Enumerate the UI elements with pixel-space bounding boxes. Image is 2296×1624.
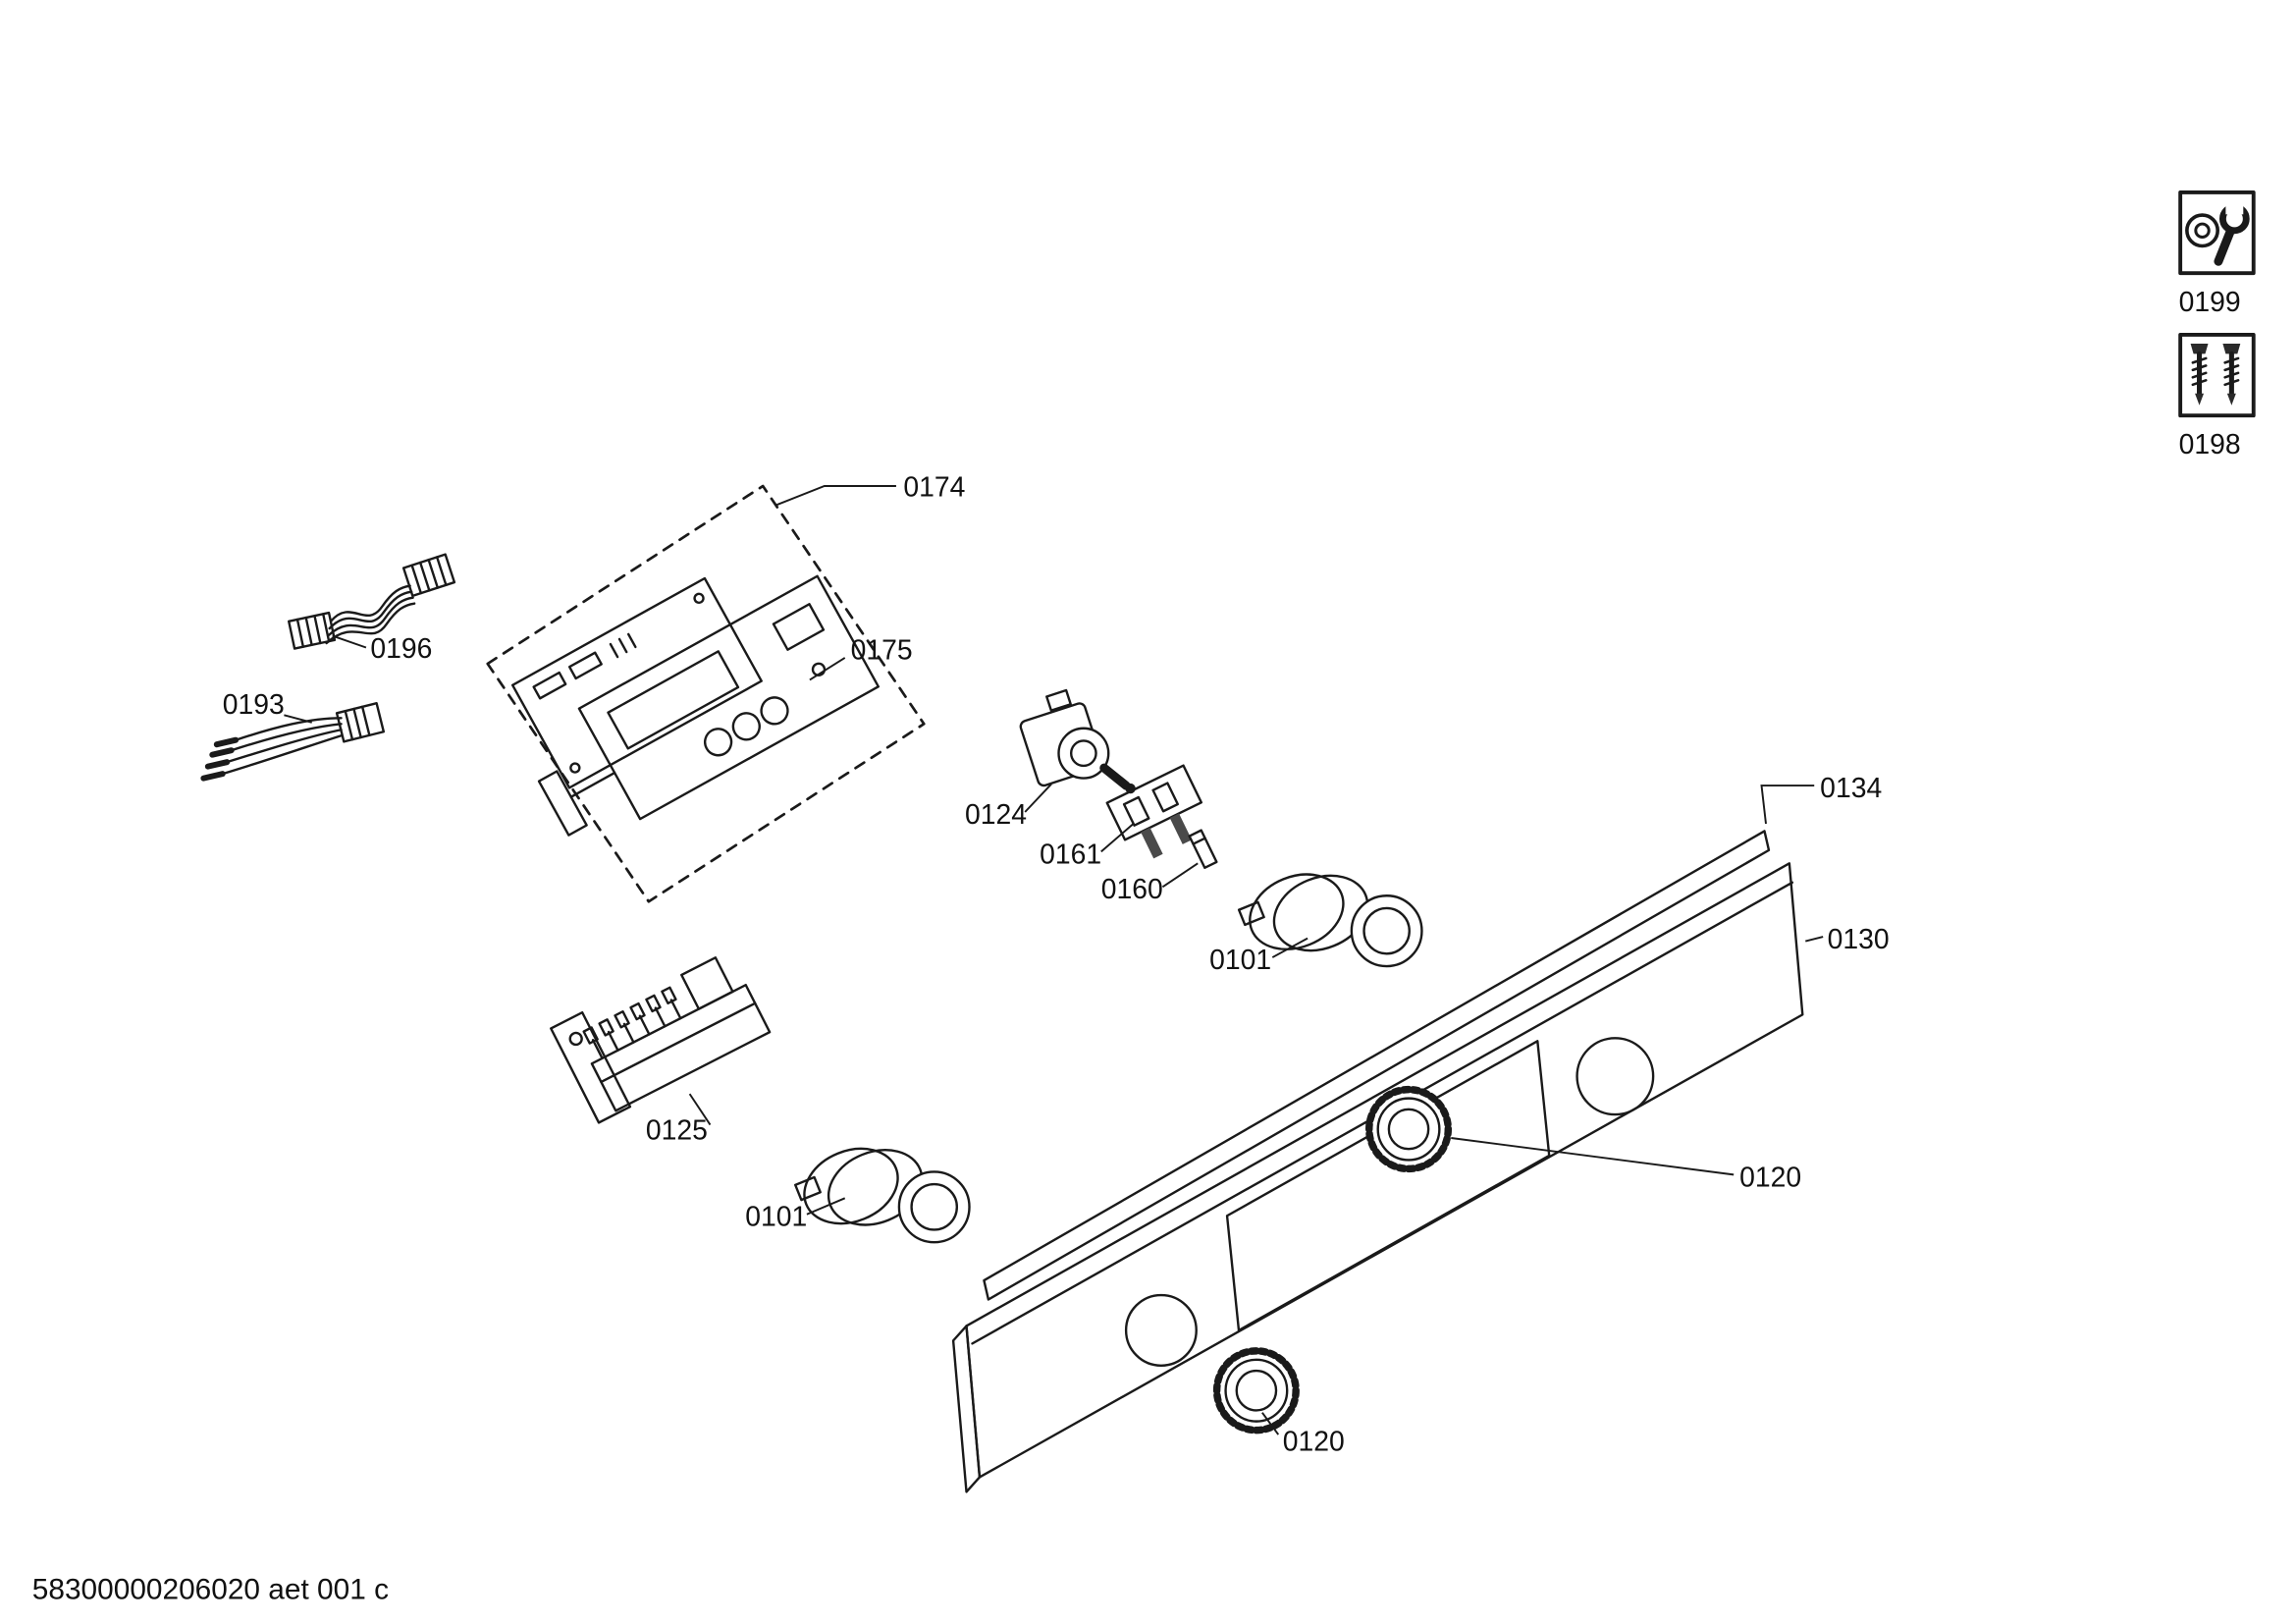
leader-0125 <box>688 1093 712 1126</box>
leader-0174 <box>775 485 896 507</box>
callout-0198: 0198 <box>2179 429 2241 460</box>
leader-0160 <box>1161 862 1199 889</box>
terminal-block-0125 <box>550 956 772 1124</box>
leader-0120-bottom <box>1261 1412 1280 1435</box>
callout-0134: 0134 <box>1820 773 1882 804</box>
callout-0161: 0161 <box>1040 839 1101 870</box>
callout-0101-lower: 0101 <box>745 1202 807 1233</box>
callout-0174: 0174 <box>903 471 965 503</box>
leader-0161 <box>1100 823 1135 853</box>
module-boundary-box <box>486 484 926 903</box>
callout-0199: 0199 <box>2179 287 2241 318</box>
leader-0130 <box>1805 936 1824 943</box>
callout-0124: 0124 <box>965 799 1027 831</box>
fastening-screws-icon <box>2178 333 2256 418</box>
callout-0120-right: 0120 <box>1739 1162 1801 1193</box>
trim-rail-0134 <box>983 830 1771 1301</box>
leader-0134 <box>1760 785 1815 825</box>
document-id-footer: 58300000206020 aet 001 c <box>32 1574 389 1606</box>
cable-harness-0193 <box>200 702 386 782</box>
callout-0125: 0125 <box>646 1114 708 1146</box>
fixing-pin-0160 <box>1188 829 1218 869</box>
service-wrench-icon <box>2178 189 2256 276</box>
callout-0175: 0175 <box>851 634 913 666</box>
callout-0160: 0160 <box>1101 874 1163 905</box>
cable-harness-0196 <box>288 553 456 650</box>
leader-0124 <box>1024 783 1052 813</box>
knob-hole-left <box>1124 1293 1198 1367</box>
callout-0193: 0193 <box>223 689 285 721</box>
leader-0101-lower <box>806 1197 846 1216</box>
leader-0175 <box>809 657 846 681</box>
leader-0193 <box>284 714 312 724</box>
lamp-assembly-0101-upper <box>1237 873 1423 968</box>
power-module-pcb <box>510 574 881 837</box>
leader-0101-upper <box>1271 937 1308 958</box>
callout-0130: 0130 <box>1828 924 1890 955</box>
ring-nut-0120-bottom <box>1212 1347 1300 1435</box>
callout-0101-upper: 0101 <box>1209 945 1271 976</box>
callout-0120-bottom: 0120 <box>1283 1427 1345 1458</box>
leader-0196 <box>332 634 367 649</box>
callout-0196: 0196 <box>370 633 432 665</box>
rotary-switch-0124 <box>1019 688 1136 794</box>
leader-0120-right <box>1451 1137 1735 1176</box>
control-panel-end-cap <box>951 1325 982 1493</box>
mounting-bracket-0161 <box>1105 764 1203 859</box>
knob-hole-right <box>1575 1037 1655 1116</box>
ring-nut-0120-right <box>1365 1085 1453 1173</box>
lamp-assembly-0101-lower <box>794 1147 971 1244</box>
